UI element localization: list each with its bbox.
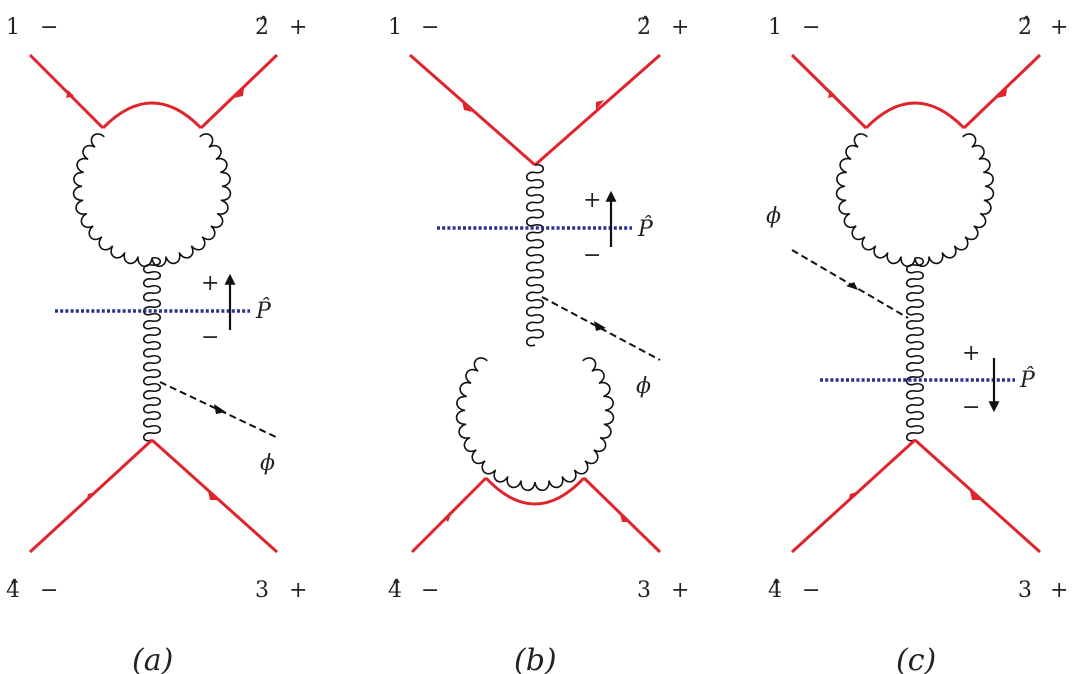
label-1: 1 xyxy=(768,15,782,40)
helicity-3: + xyxy=(671,578,689,603)
fermion-line-3 xyxy=(582,476,662,554)
fermion-arrow-1 xyxy=(828,90,836,98)
fermion-arrow-3 xyxy=(208,491,218,500)
scalar-label: ϕ xyxy=(636,374,651,399)
label-4hat: 4̂ xyxy=(6,578,20,603)
label-3: 3 xyxy=(1018,578,1032,603)
scalar-arrow xyxy=(846,282,858,290)
helicity-3: + xyxy=(289,578,307,603)
gluon-curls xyxy=(905,257,925,442)
helicity-1: − xyxy=(40,15,58,40)
gluon-propagator xyxy=(525,164,545,347)
helicity-3: + xyxy=(1050,578,1068,603)
gluon-loop-curls xyxy=(455,357,615,492)
shift-plus: + xyxy=(201,271,219,296)
helicity-2: + xyxy=(1050,15,1068,40)
fermion-line-3 xyxy=(913,438,1042,554)
fermion-line-1 xyxy=(28,53,105,130)
fermion-arrow-4 xyxy=(444,512,452,522)
fermion-line-1 xyxy=(790,53,868,130)
shift-plus: + xyxy=(962,341,980,366)
label-4hat: 4̂ xyxy=(768,578,782,603)
label-2hat: 2̂ xyxy=(637,15,651,40)
gluon-loop-curls xyxy=(835,133,995,268)
fermion-arc xyxy=(484,476,586,506)
gluon-propagator xyxy=(142,257,162,442)
helicity-4: − xyxy=(421,578,439,603)
fermion-arrow-2 xyxy=(234,88,244,98)
gluon-loop-curls xyxy=(72,133,232,268)
shift-label: P̂ xyxy=(637,216,654,242)
gluon-curls xyxy=(525,164,545,347)
helicity-1: − xyxy=(802,15,820,40)
label-3: 3 xyxy=(637,578,651,603)
fermion-arrow-2 xyxy=(997,88,1007,98)
fermion-arc xyxy=(101,101,203,130)
scalar-arrow xyxy=(594,321,606,331)
label-3: 3 xyxy=(255,578,269,603)
gluon-loop xyxy=(455,357,615,492)
shift-label: P̂ xyxy=(255,298,272,324)
fermion-line-2 xyxy=(199,53,279,130)
shift-plus: + xyxy=(583,188,601,213)
fermion-line-3 xyxy=(150,438,279,554)
diagram-b: 1 − 2̂ + 4̂ − 3 + P̂ + − ϕ (b) xyxy=(388,15,689,674)
fermion-line-2 xyxy=(962,53,1042,130)
shift-minus: − xyxy=(583,243,601,268)
gluon-propagator xyxy=(905,257,925,442)
fermion-arrow-4 xyxy=(86,491,98,502)
label-2hat: 2̂ xyxy=(255,15,269,40)
label-1: 1 xyxy=(6,15,20,40)
diagram-c: 1 − 2̂ + 4̂ − 3 + P̂ + − ϕ (c) xyxy=(766,15,1068,674)
fermion-arrow-3 xyxy=(970,491,980,500)
helicity-1: − xyxy=(421,15,439,40)
diagram-a: 1 − 2̂ + 4̂ − 3 + P̂ + − ϕ (a) xyxy=(6,15,307,674)
label-1: 1 xyxy=(388,15,402,40)
scalar-label: ϕ xyxy=(260,451,275,476)
fermion-line-1 xyxy=(409,53,536,167)
helicity-4: − xyxy=(40,578,58,603)
helicity-2: + xyxy=(671,15,689,40)
scalar-arrow xyxy=(214,404,226,414)
shift-minus: − xyxy=(962,395,980,420)
fermion-arrow-1 xyxy=(66,90,74,98)
fermion-arrow-2 xyxy=(596,100,604,110)
caption-a: (a) xyxy=(132,643,173,674)
gluon-loop xyxy=(72,133,232,268)
scalar-label: ϕ xyxy=(766,204,781,229)
fermion-arc xyxy=(864,101,966,130)
fermion-line-2 xyxy=(534,53,661,167)
fermion-arrow-1 xyxy=(462,101,472,112)
caption-b: (b) xyxy=(514,643,557,674)
caption-c: (c) xyxy=(896,643,936,674)
fermion-arrow-3 xyxy=(620,514,630,522)
label-2hat: 2̂ xyxy=(1018,15,1032,40)
helicity-4: − xyxy=(802,578,820,603)
label-4hat: 4̂ xyxy=(388,578,402,603)
shift-minus: − xyxy=(201,325,219,350)
helicity-2: + xyxy=(289,15,307,40)
fermion-arrow-4 xyxy=(848,491,860,502)
shift-label: P̂ xyxy=(1019,367,1036,393)
gluon-curls xyxy=(142,257,162,442)
gluon-loop xyxy=(835,133,995,268)
